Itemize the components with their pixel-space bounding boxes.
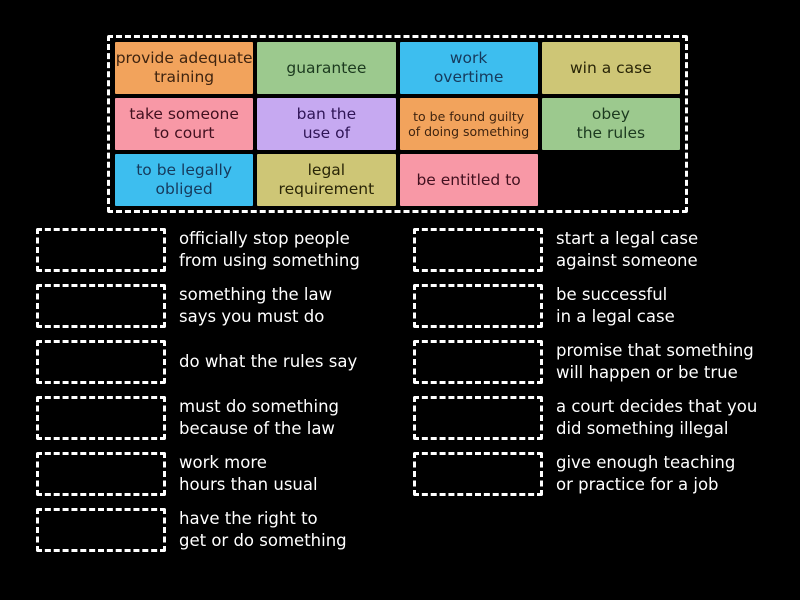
answer-drop-slot[interactable] bbox=[413, 284, 543, 328]
match-row: work more hours than usual bbox=[36, 452, 360, 496]
definitions-column-left: officially stop people from using someth… bbox=[36, 228, 360, 564]
word-bank: provide adequate training guarantee work… bbox=[107, 35, 688, 213]
answer-drop-slot[interactable] bbox=[413, 396, 543, 440]
answer-drop-slot[interactable] bbox=[36, 284, 166, 328]
match-row: a court decides that you did something i… bbox=[413, 396, 757, 440]
definition-text: be successful in a legal case bbox=[556, 285, 675, 326]
bank-tile[interactable]: guarantee bbox=[257, 42, 396, 94]
answer-drop-slot[interactable] bbox=[36, 228, 166, 272]
match-row: officially stop people from using someth… bbox=[36, 228, 360, 272]
definition-text: give enough teaching or practice for a j… bbox=[556, 453, 736, 494]
bank-tile[interactable]: provide adequate training bbox=[115, 42, 254, 94]
answer-drop-slot[interactable] bbox=[413, 340, 543, 384]
answer-drop-slot[interactable] bbox=[36, 396, 166, 440]
definitions-column-right: start a legal case against someone be su… bbox=[413, 228, 757, 508]
answer-drop-slot[interactable] bbox=[413, 228, 543, 272]
definition-text: start a legal case against someone bbox=[556, 229, 699, 270]
match-row: have the right to get or do something bbox=[36, 508, 360, 552]
definition-text: do what the rules say bbox=[179, 352, 358, 371]
bank-tile[interactable]: obey the rules bbox=[541, 98, 680, 150]
definition-text: officially stop people from using someth… bbox=[179, 229, 360, 270]
answer-drop-slot[interactable] bbox=[413, 452, 543, 496]
bank-tile[interactable]: win a case bbox=[541, 42, 680, 94]
bank-tile[interactable]: be entitled to bbox=[399, 154, 538, 206]
match-row: start a legal case against someone bbox=[413, 228, 757, 272]
definition-text: promise that something will happen or be… bbox=[556, 341, 754, 382]
bank-tile[interactable]: ban the use of bbox=[257, 98, 396, 150]
answer-drop-slot[interactable] bbox=[36, 452, 166, 496]
definition-text: must do something because of the law bbox=[179, 397, 340, 438]
bank-tile[interactable]: take someone to court bbox=[115, 98, 254, 150]
bank-tile[interactable]: to be legally obliged bbox=[115, 154, 254, 206]
match-row: must do something because of the law bbox=[36, 396, 360, 440]
answer-drop-slot[interactable] bbox=[36, 508, 166, 552]
bank-tile[interactable]: to be found guilty of doing something bbox=[399, 98, 538, 150]
bank-tile[interactable]: legal requirement bbox=[257, 154, 396, 206]
definition-text: work more hours than usual bbox=[179, 453, 318, 494]
bank-tile[interactable]: work overtime bbox=[399, 42, 538, 94]
definition-text: have the right to get or do something bbox=[179, 509, 347, 550]
match-row: do what the rules say bbox=[36, 340, 360, 384]
answer-drop-slot[interactable] bbox=[36, 340, 166, 384]
match-row: give enough teaching or practice for a j… bbox=[413, 452, 757, 496]
match-row: be successful in a legal case bbox=[413, 284, 757, 328]
match-row: something the law says you must do bbox=[36, 284, 360, 328]
match-row: promise that something will happen or be… bbox=[413, 340, 757, 384]
definition-text: something the law says you must do bbox=[179, 285, 333, 326]
definition-text: a court decides that you did something i… bbox=[556, 397, 758, 438]
